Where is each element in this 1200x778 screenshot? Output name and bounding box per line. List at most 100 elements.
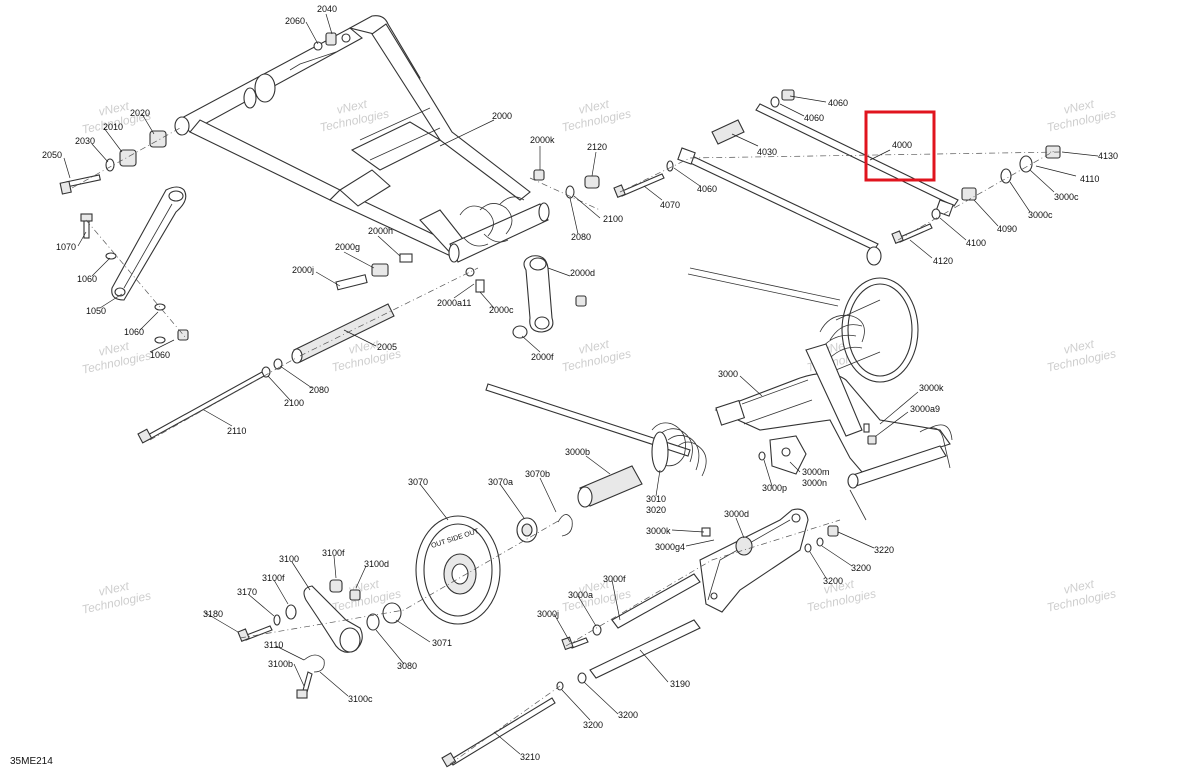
label-3070b[interactable]: 3070b [525,469,550,479]
label-4000[interactable]: 4000 [892,140,912,150]
label-2080-a[interactable]: 2080 [571,232,591,242]
label-3070a[interactable]: 3070a [488,477,513,487]
label-3000d[interactable]: 3000d [724,509,749,519]
label-3000c-1[interactable]: 3000c [1054,192,1079,202]
svg-text:vNext: vNext [1062,577,1096,597]
label-1060-c[interactable]: 1060 [150,350,170,360]
svg-text:vNext: vNext [577,97,611,117]
label-3110[interactable]: 3110 [264,640,283,650]
label-3071[interactable]: 3071 [432,638,452,648]
label-3200-b[interactable]: 3200 [823,576,843,586]
label-2000k[interactable]: 2000k [530,135,555,145]
diagram-code: 35ME214 [10,756,53,767]
label-3000m[interactable]: 3000m [802,467,830,477]
svg-text:vNext: vNext [97,579,131,599]
label-3190[interactable]: 3190 [670,679,690,689]
label-2005[interactable]: 2005 [377,342,397,352]
svg-text:vNext: vNext [822,577,856,597]
svg-text:vNext: vNext [97,99,131,119]
label-2000j[interactable]: 2000j [292,265,314,275]
label-1070[interactable]: 1070 [56,242,76,252]
part-labels: 2060 2040 2000 2020 2010 2030 2050 1070 … [42,4,1118,762]
label-3100f-1[interactable]: 3100f [322,548,345,558]
rear-rod-assembly [613,89,1061,266]
label-4110[interactable]: 4110 [1080,174,1099,184]
svg-text:vNext: vNext [1062,337,1096,357]
label-3000b[interactable]: 3000b [565,447,590,457]
label-4120[interactable]: 4120 [933,256,953,266]
label-2080-b[interactable]: 2080 [309,385,329,395]
label-2120[interactable]: 2120 [587,142,607,152]
label-2000[interactable]: 2000 [492,111,512,121]
label-3100b[interactable]: 3100b [268,659,293,669]
label-4070[interactable]: 4070 [660,200,680,210]
label-2050[interactable]: 2050 [42,150,62,160]
label-3210[interactable]: 3210 [520,752,540,762]
label-2060[interactable]: 2060 [285,16,305,26]
lower-bracket-assembly [441,508,839,768]
assembly-centerlines [71,127,1061,765]
front-arm-assembly [174,15,550,263]
label-2000g[interactable]: 2000g [335,242,360,252]
label-3000a[interactable]: 3000a [568,590,593,600]
svg-text:vNext: vNext [577,577,611,597]
label-3000c-2[interactable]: 3000c [1028,210,1053,220]
label-3000a9[interactable]: 3000a9 [910,404,940,414]
label-1050[interactable]: 1050 [86,306,106,316]
svg-text:vNext: vNext [577,337,611,357]
label-3000k-2[interactable]: 3000k [646,526,671,536]
label-4060-top[interactable]: 4060 [828,98,848,108]
label-3100d[interactable]: 3100d [364,559,389,569]
label-4060-c[interactable]: 4060 [697,184,717,194]
label-1060-a[interactable]: 1060 [77,274,97,284]
label-3170[interactable]: 3170 [237,587,257,597]
label-3070[interactable]: 3070 [408,477,428,487]
left-small-parts [59,130,189,344]
label-4060-b[interactable]: 4060 [804,113,824,123]
label-4090[interactable]: 4090 [997,224,1017,234]
label-3020[interactable]: 3020 [646,505,666,515]
label-3200-d[interactable]: 3200 [583,720,603,730]
label-4030[interactable]: 4030 [757,147,777,157]
svg-text:vNext: vNext [1062,97,1096,117]
highlight-box-4000 [864,110,936,182]
label-2000c[interactable]: 2000c [489,305,514,315]
label-3220[interactable]: 3220 [874,545,894,555]
label-2100-b[interactable]: 2100 [284,398,304,408]
label-3000f[interactable]: 3000f [603,574,626,584]
label-2000f[interactable]: 2000f [531,352,554,362]
svg-text:vNext: vNext [97,339,131,359]
label-4100[interactable]: 4100 [966,238,986,248]
label-2010[interactable]: 2010 [103,122,123,132]
center-small-parts [137,169,600,444]
label-2020[interactable]: 2020 [130,108,150,118]
label-3100[interactable]: 3100 [279,554,299,564]
label-3000k-1[interactable]: 3000k [919,383,944,393]
label-2000a11[interactable]: 2000a11 [437,298,471,308]
label-3000j[interactable]: 3000j [537,609,559,619]
label-3000p[interactable]: 3000p [762,483,787,493]
label-2000d[interactable]: 2000d [570,268,595,278]
label-3000g4[interactable]: 3000g4 [655,542,685,552]
label-1060-b[interactable]: 1060 [124,327,144,337]
label-3010[interactable]: 3010 [646,494,666,504]
label-3100f-2[interactable]: 3100f [262,573,285,583]
label-3080[interactable]: 3080 [397,661,417,671]
label-3100c[interactable]: 3100c [348,694,373,704]
label-3200-a[interactable]: 3200 [851,563,871,573]
label-2110[interactable]: 2110 [227,426,246,436]
label-2000h[interactable]: 2000h [368,226,393,236]
label-3200-c[interactable]: 3200 [618,710,638,720]
label-3000n[interactable]: 3000n [802,478,827,488]
label-3180[interactable]: 3180 [203,609,223,619]
label-2030[interactable]: 2030 [75,136,95,146]
label-2100-a[interactable]: 2100 [603,214,623,224]
label-4130[interactable]: 4130 [1098,151,1118,161]
leader-lines [63,13,1099,755]
label-3000[interactable]: 3000 [718,369,738,379]
label-2040[interactable]: 2040 [317,4,337,14]
bolt-2040-group [313,32,351,51]
pulley-assembly: OUT SIDE OUT [237,514,573,699]
